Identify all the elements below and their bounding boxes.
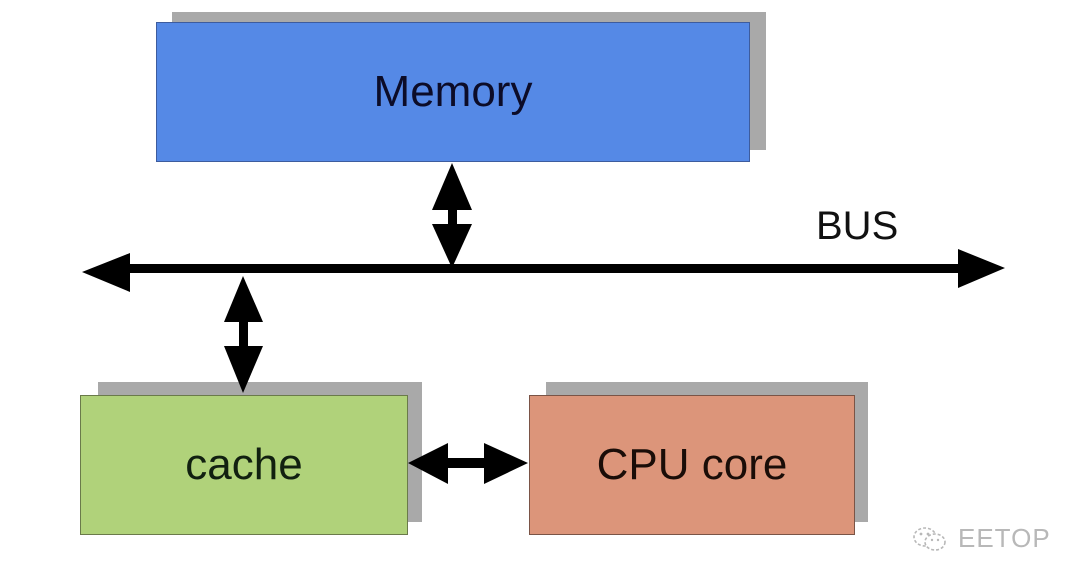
cpu-core-label: CPU core [596,440,788,489]
bus-label: BUS [816,204,899,248]
cache-cpu-arrow [408,443,528,484]
watermark-text: EETOP [958,523,1051,553]
cache-label: cache [185,440,303,489]
memory-label: Memory [373,67,533,116]
cache-box: cache [80,395,408,535]
cache-bus-arrow [224,276,263,393]
watermark: EETOP [912,523,1051,554]
cpu-core-box: CPU core [529,395,855,535]
memory-box: Memory [156,22,750,162]
bus-left-arrowhead [82,253,130,292]
bus-right-arrowhead [958,249,1005,288]
wechat-icon [913,526,946,551]
memory-bus-arrow [432,163,472,268]
bus-arrow [82,249,1005,292]
